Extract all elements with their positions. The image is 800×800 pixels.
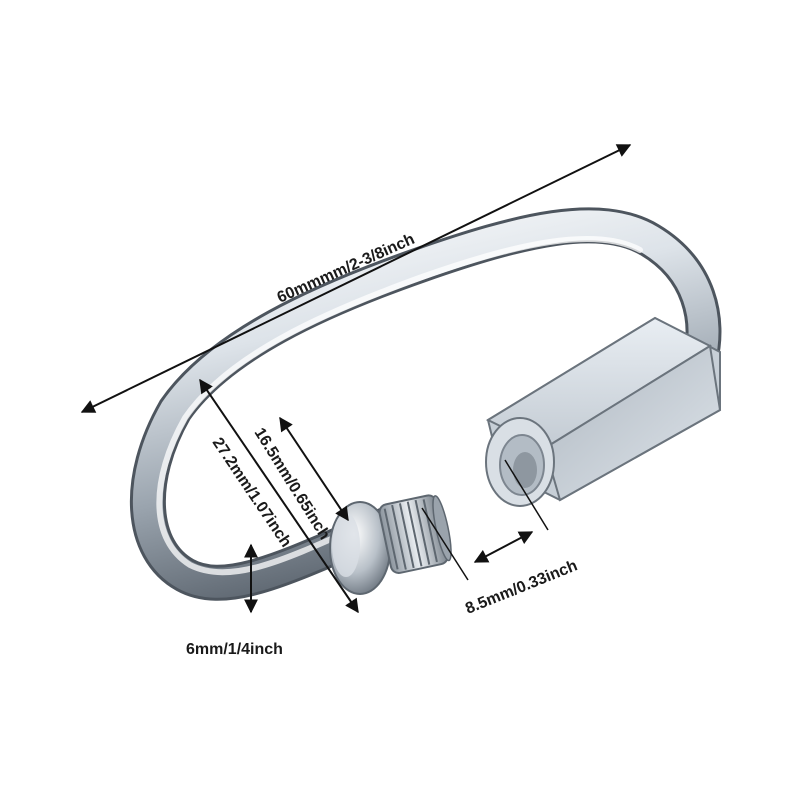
dimension-wire-diameter: 6mm/1/4inch [186,543,283,658]
hex-nut [485,316,722,507]
threaded-end [329,494,452,595]
dimension-length: 60mmmm/2-3/8inch [80,144,632,413]
dimension-inner-width-label: 16.5mm/0.65inch [251,425,333,543]
dimension-nut-width-label: 8.5mm/0.33inch [463,557,580,617]
dimension-wire-diameter-label: 6mm/1/4inch [186,641,283,658]
